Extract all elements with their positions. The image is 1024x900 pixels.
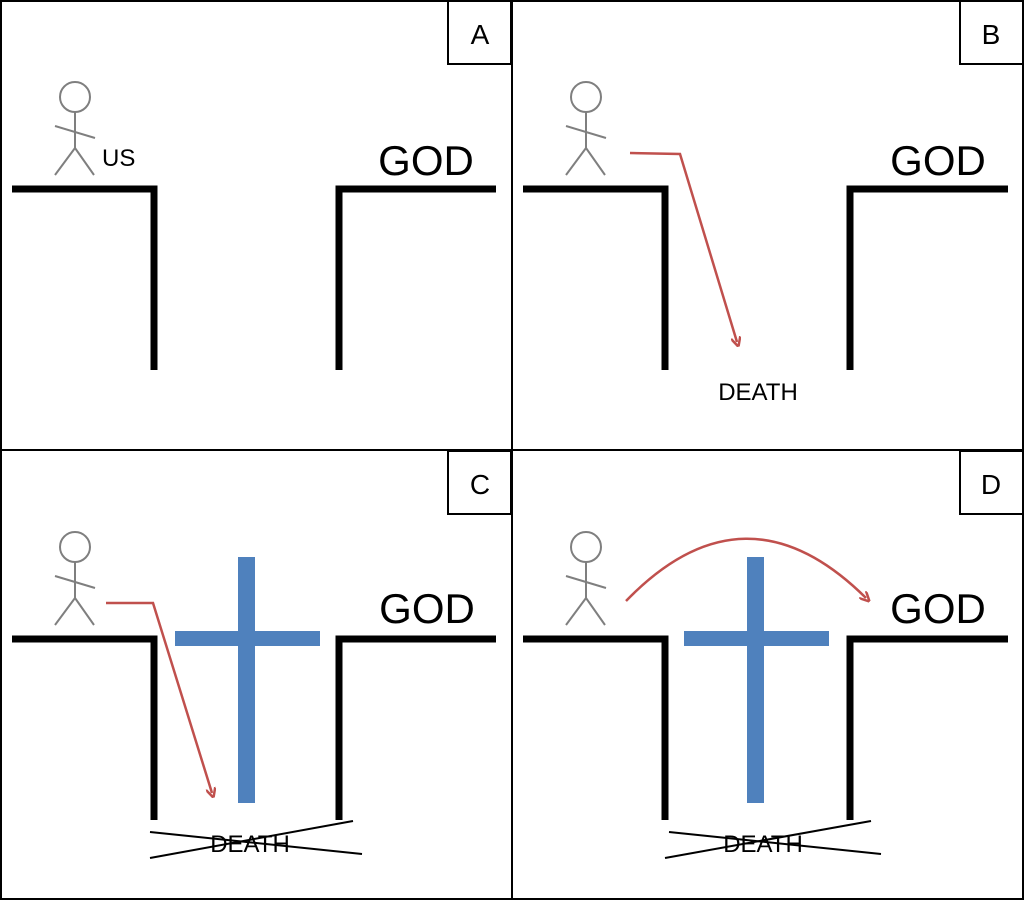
cross (175, 557, 320, 803)
panel-label-box (959, 0, 1024, 65)
panel-d: D GOD DEATH (523, 450, 1024, 859)
panel-label-box (447, 450, 512, 515)
left-cliff (12, 185, 158, 370)
left-cliff (523, 185, 669, 370)
us-label: US (102, 145, 135, 172)
panel-label: C (470, 469, 490, 500)
right-cliff (335, 185, 496, 370)
stick-figure (565, 81, 607, 176)
fall-arrow (629, 151, 737, 342)
bridge-arrow (625, 537, 866, 601)
right-cliff (335, 635, 496, 820)
panel-label: A (471, 19, 490, 50)
god-label: GOD (378, 137, 474, 184)
right-cliff (846, 185, 1008, 370)
panel-label: B (982, 19, 1001, 50)
panel-label-box (447, 0, 512, 65)
death-strikethrough (149, 820, 363, 859)
left-cliff (523, 635, 669, 820)
right-cliff (846, 635, 1008, 820)
stick-figure (54, 81, 96, 176)
god-label: GOD (890, 585, 986, 632)
death-strikethrough (664, 820, 882, 859)
panel-label: D (981, 469, 1001, 500)
panel-b: B GOD DEATH (523, 0, 1024, 406)
panel-label-box (959, 450, 1024, 515)
panel-c: C GOD DEATH (12, 450, 512, 859)
left-cliff (12, 635, 158, 820)
cross (684, 557, 829, 803)
god-label: GOD (890, 137, 986, 184)
panel-a: A US GOD (12, 0, 512, 370)
stick-figure (565, 531, 607, 626)
god-label: GOD (379, 585, 475, 632)
fall-arrow (106, 601, 212, 793)
death-label: DEATH (718, 379, 798, 406)
stick-figure (54, 531, 96, 626)
